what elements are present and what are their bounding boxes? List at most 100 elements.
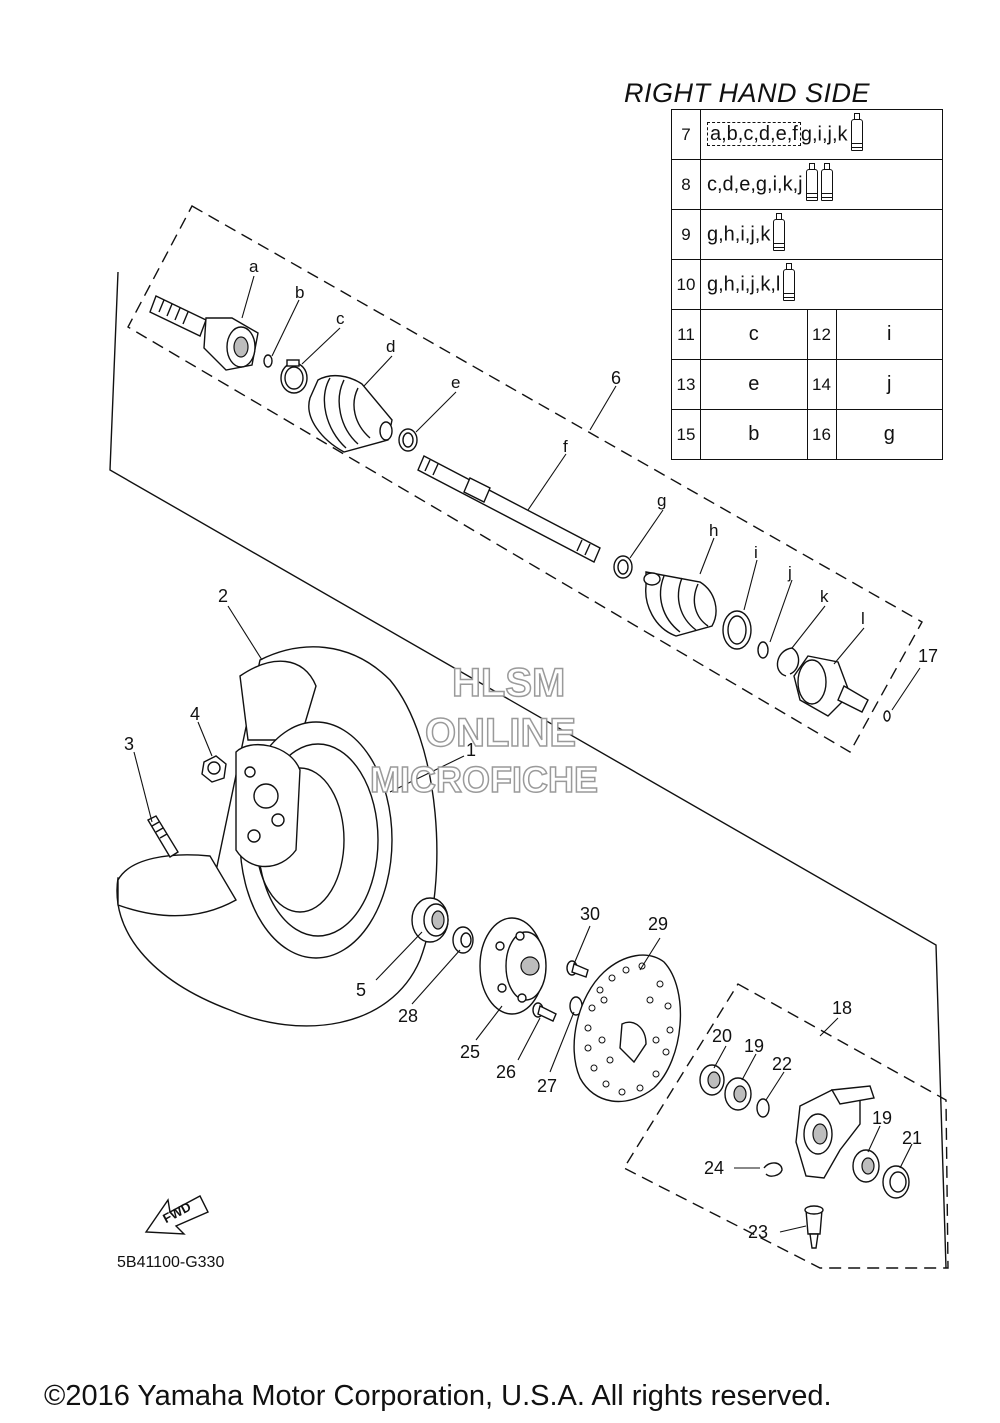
clip-j	[757, 641, 769, 659]
svg-text:2: 2	[218, 586, 228, 606]
row-number: 9	[671, 209, 701, 260]
svg-text:22: 22	[772, 1054, 792, 1074]
cv-joint-outer-a	[149, 295, 259, 371]
o-ring-17	[883, 710, 891, 722]
wheel-nut-4	[201, 755, 227, 783]
boot-band-c	[280, 359, 308, 394]
row-number: 12	[806, 309, 837, 360]
svg-text:b: b	[295, 283, 304, 302]
diagram-code: 5B41100-G330	[117, 1254, 225, 1271]
circlip-24	[763, 1162, 783, 1177]
table-row: 8 c,d,e,g,i,k,j	[671, 159, 943, 210]
svg-text:MICROFICHE: MICROFICHE	[370, 759, 598, 800]
collar-28	[452, 926, 474, 954]
part-number-labels: 1 2 3 4 5 6 17 18 19 19 20 21 22 23 24 2…	[124, 368, 938, 1242]
wheel-hub-face	[235, 744, 301, 868]
boxed-parts: a,b,c,d,e,f	[707, 121, 801, 146]
bearing-19-left	[724, 1077, 752, 1111]
table-row: 9 g,h,i,j,k	[671, 209, 943, 260]
svg-text:17: 17	[918, 646, 938, 666]
boot-band-i	[722, 610, 752, 650]
row-parts: g,h,i,j,k,l	[700, 259, 943, 310]
table-row: 15 b 16 g	[671, 409, 943, 460]
letter-labels: a b c d e f g h i j k l	[249, 257, 865, 628]
row-number: 10	[671, 259, 701, 310]
row-parts: g,h,i,j,k	[700, 209, 943, 260]
grease-tube-icon	[783, 262, 796, 301]
svg-text:21: 21	[902, 1128, 922, 1148]
svg-text:19: 19	[872, 1108, 892, 1128]
boot-band-g	[613, 555, 633, 579]
svg-text:c: c	[336, 309, 345, 328]
row-part: g	[835, 409, 943, 460]
page-title: RIGHT HAND SIDE	[624, 78, 871, 108]
svg-text:26: 26	[496, 1062, 516, 1082]
shaft-kit-outline	[127, 205, 923, 753]
row-part: b	[700, 409, 808, 460]
svg-text:28: 28	[398, 1006, 418, 1026]
row-part: c	[700, 309, 808, 360]
svg-text:20: 20	[712, 1026, 732, 1046]
watermark: HLSM ONLINE MICROFICHE	[369, 660, 599, 801]
valve-stem-3	[147, 815, 179, 858]
table-row: 11 c 12 i	[671, 309, 943, 360]
part-letters: g,h,i,j,k	[707, 222, 771, 245]
row-number: 15	[671, 409, 701, 460]
row-number: 8	[671, 159, 701, 210]
copyright-notice: ©2016 Yamaha Motor Corporation, U.S.A. A…	[44, 1380, 832, 1412]
steering-knuckle	[795, 1085, 875, 1179]
grease-tube-icon	[805, 162, 818, 201]
svg-text:l: l	[861, 609, 865, 628]
svg-text:f: f	[563, 437, 568, 456]
row-number: 14	[806, 359, 837, 410]
row-number: 13	[671, 359, 701, 410]
fwd-arrow-icon	[144, 1195, 209, 1235]
svg-text:e: e	[451, 373, 460, 392]
svg-text:j: j	[787, 563, 792, 582]
row-part: i	[835, 309, 943, 360]
svg-text:6: 6	[611, 368, 621, 388]
oil-seal-5	[411, 897, 449, 943]
table-row: 13 e 14 j	[671, 359, 943, 410]
extra-parts: g,i,j,k	[800, 122, 848, 145]
part-letters: c,d,e,g,i,k,j	[707, 172, 803, 195]
svg-text:a: a	[249, 257, 259, 276]
svg-text:27: 27	[537, 1076, 557, 1096]
row-part: j	[835, 359, 943, 410]
knuckle-kit-outline	[623, 983, 949, 1269]
svg-text:3: 3	[124, 734, 134, 754]
circlip-22	[756, 1098, 770, 1118]
boot-h	[643, 571, 717, 637]
svg-text:ONLINE: ONLINE	[425, 711, 576, 755]
ball-joint-23	[804, 1205, 824, 1249]
circlip-k	[776, 647, 800, 677]
boot-d	[308, 374, 393, 453]
row-parts: c,d,e,g,i,k,j	[700, 159, 943, 210]
row-number: 16	[806, 409, 837, 460]
cv-joint-inner-l	[793, 655, 869, 717]
svg-text:4: 4	[190, 704, 200, 724]
leader-lines	[133, 275, 921, 1233]
grease-tube-icon	[850, 112, 863, 151]
brake-disc-29	[573, 954, 682, 1103]
bearing-19-right	[852, 1149, 880, 1183]
bolt-30	[566, 960, 589, 978]
svg-text:i: i	[754, 543, 758, 562]
grease-tube-icon	[820, 162, 833, 201]
bolt-26	[532, 1002, 557, 1022]
svg-text:18: 18	[832, 998, 852, 1018]
drive-shaft-f	[417, 455, 601, 563]
svg-text:k: k	[820, 587, 829, 606]
svg-text:19: 19	[744, 1036, 764, 1056]
boot-band-e	[398, 428, 418, 452]
svg-text:h: h	[709, 521, 718, 540]
svg-text:HLSM: HLSM	[452, 661, 565, 705]
svg-text:d: d	[386, 337, 395, 356]
snap-ring-b	[263, 354, 273, 368]
svg-text:1: 1	[466, 740, 476, 760]
svg-text:25: 25	[460, 1042, 480, 1062]
